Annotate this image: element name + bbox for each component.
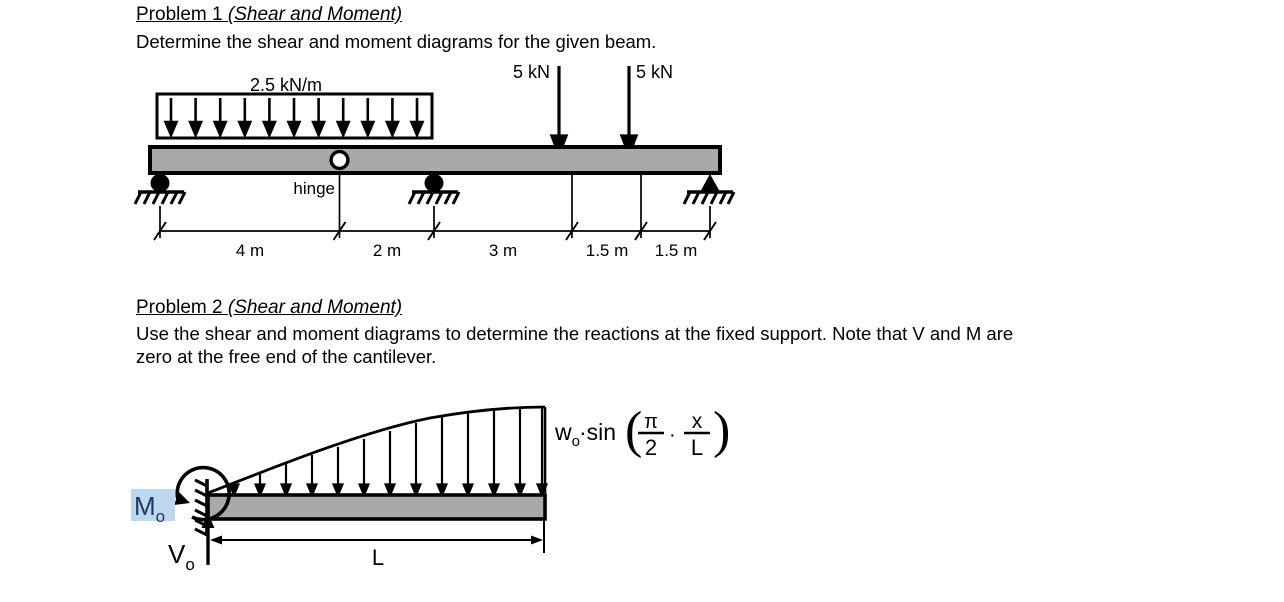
point-load-2-label: 5 kN (636, 62, 673, 82)
distributed-load-arrows-sine (227, 407, 549, 498)
support-pin-right (682, 174, 736, 205)
dimension-label-0: 4 m (236, 241, 264, 260)
problem-1-beam-diagram: 2.5 kN/m 5 kN 5 kN (130, 58, 760, 263)
point-load-1-label: 5 kN (513, 62, 550, 82)
problem-1-heading: Problem 1 (Shear and Moment) (136, 4, 402, 26)
point-load-arrows (549, 66, 639, 159)
load-function-frac1-numerator: π (644, 411, 658, 433)
hinge-label: hinge (293, 179, 335, 198)
distributed-load-arrows (163, 98, 425, 139)
moment-reaction-arrow (174, 465, 231, 522)
problem-2-heading-main: Problem 2 (136, 297, 228, 318)
load-function-amplitude: wo (554, 419, 580, 450)
dimension-label-3: 1.5 m (586, 241, 629, 260)
problem-1-heading-main: Problem 1 (136, 4, 228, 25)
moment-reaction-highlight (131, 489, 175, 521)
hinge-joint (329, 149, 350, 171)
load-function-frac1-denominator: 2 (645, 435, 657, 460)
length-dimension (210, 535, 543, 545)
dimension-label-1: 2 m (373, 241, 401, 260)
load-function-middle-dot: · (669, 424, 676, 446)
problem-2-statement-line-2: zero at the free end of the cantilever. (136, 346, 437, 367)
load-function-expression: wo ·sin ( π 2 · x L ) (554, 402, 730, 460)
load-function-frac2-denominator: L (691, 435, 703, 460)
length-label: L (372, 545, 384, 570)
load-function-operator: ·sin (579, 419, 616, 445)
dimension-tick-marks (153, 221, 717, 241)
dimension-label-2: 3 m (489, 241, 517, 260)
problem-1-heading-subtitle: (Shear and Moment) (227, 4, 403, 25)
problem-1-statement: Determine the shear and moment diagrams … (136, 31, 657, 52)
dimension-label-4: 1.5 m (655, 241, 698, 260)
support-roller-middle (407, 174, 461, 205)
load-envelope-curve (207, 405, 546, 495)
shear-reaction-label: Vo (168, 539, 195, 574)
beam-member (148, 145, 722, 175)
cantilever-beam-member (206, 493, 547, 521)
problem-2-heading: Problem 2 (Shear and Moment) (136, 297, 402, 319)
distributed-load-label: 2.5 kN/m (250, 75, 322, 95)
problem-2-heading-subtitle: (Shear and Moment) (227, 297, 403, 318)
dimension-labels: 4 m 2 m 3 m 1.5 m 1.5 m (236, 241, 697, 260)
moment-reaction-label: Mo (134, 491, 165, 526)
problem-2-cantilever-diagram: Mo Vo L wo (130, 385, 750, 585)
shear-reaction-arrow (201, 513, 215, 565)
problem-2-statement: Use the shear and moment diagrams to det… (136, 322, 1196, 368)
load-function-paren-close: ) (713, 402, 730, 459)
load-function-paren-open: ( (625, 402, 642, 459)
problem-2-statement-line-1: Use the shear and moment diagrams to det… (136, 323, 1014, 344)
load-function-frac2-numerator: x (692, 410, 703, 433)
support-roller-left (133, 174, 187, 205)
